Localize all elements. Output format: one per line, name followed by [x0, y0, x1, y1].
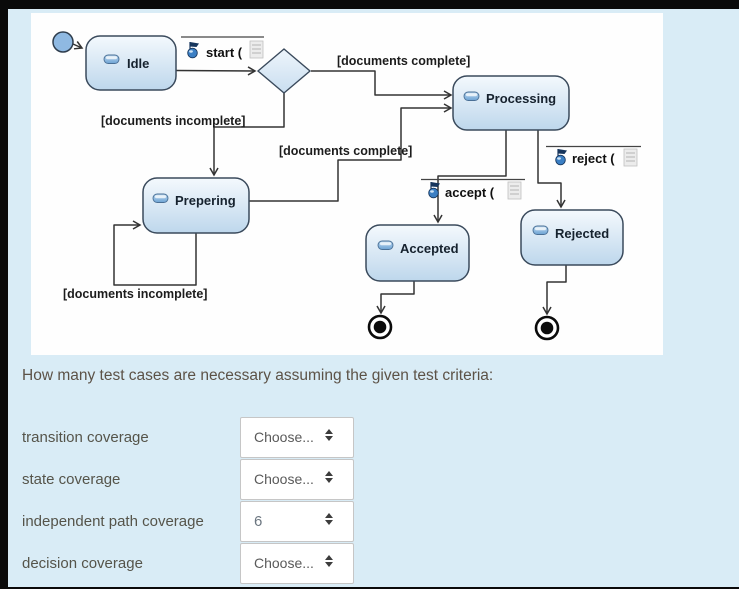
edge-initial-to-idle — [72, 41, 84, 50]
guard-documents-complete-top: [documents complete] — [337, 54, 470, 68]
edge-processing-to-accepted — [433, 130, 507, 224]
state-label: Idle — [127, 56, 149, 71]
edge-prepering-self-loop — [113, 220, 197, 286]
select-stepper-icon — [325, 429, 333, 441]
window-frame-left — [0, 0, 8, 589]
trigger-label: accept ( — [445, 185, 495, 200]
decision-coverage-select[interactable]: Choose... — [240, 543, 354, 584]
uml-state-diagram: Idle Processing Prepering Accepted Rejec — [52, 31, 641, 341]
state-icon — [152, 193, 169, 203]
trigger-start: start ( — [181, 36, 264, 60]
guard-documents-incomplete-lower: [documents incomplete] — [63, 287, 207, 301]
guard-documents-incomplete-upper: [documents incomplete] — [101, 114, 245, 128]
edge-choice-to-processing — [311, 70, 453, 100]
trigger-label: reject ( — [572, 151, 615, 166]
choice-diamond-node — [256, 48, 312, 94]
edge-accepted-to-final — [376, 281, 415, 315]
state-idle: Idle — [85, 35, 177, 91]
trigger-reject: reject ( — [546, 145, 641, 167]
initial-state-node — [52, 31, 74, 53]
state-label: Rejected — [555, 226, 609, 241]
criteria-label: decision coverage — [22, 555, 143, 572]
select-stepper-icon — [325, 513, 333, 525]
window-frame-top — [0, 0, 739, 9]
edge-processing-to-rejected — [537, 130, 566, 209]
criteria-row-state-coverage: state coverage Choose... — [0, 459, 739, 500]
criteria-label: state coverage — [22, 471, 121, 488]
state-processing: Processing — [452, 75, 570, 131]
select-stepper-icon — [325, 555, 333, 567]
criteria-row-independent-path-coverage: independent path coverage 6 — [0, 501, 739, 542]
state-label: Accepted — [400, 241, 459, 256]
transition-edges — [72, 41, 567, 316]
state-prepering: Prepering — [142, 177, 250, 234]
select-stepper-icon — [325, 471, 333, 483]
final-state-accepted — [367, 314, 393, 340]
criteria-label: transition coverage — [22, 429, 149, 446]
state-icon — [463, 91, 480, 101]
trigger-label: start ( — [206, 45, 243, 60]
state-icon — [532, 225, 549, 235]
select-value: Choose... — [254, 555, 314, 571]
state-label: Processing — [486, 91, 556, 106]
ghost-doc-icon — [623, 148, 638, 167]
edge-idle-to-choice — [175, 66, 257, 76]
window-frame-bottom — [0, 587, 739, 589]
state-accepted: Accepted — [365, 224, 470, 282]
state-icon — [377, 240, 394, 250]
final-state-rejected — [534, 315, 560, 341]
edge-prepering-to-processing — [249, 103, 453, 202]
ghost-doc-icon — [507, 181, 522, 200]
question-text: How many test cases are necessary assumi… — [22, 367, 494, 384]
state-diagram-panel: Idle Processing Prepering Accepted Rejec — [31, 13, 663, 355]
edge-choice-to-prepering — [209, 93, 285, 177]
guard-documents-complete-middle: [documents complete] — [279, 144, 412, 158]
criteria-row-transition-coverage: transition coverage Choose... — [0, 417, 739, 458]
event-icon — [187, 42, 199, 59]
edge-rejected-to-final — [542, 265, 567, 316]
event-icon — [428, 182, 440, 199]
criteria-row-decision-coverage: decision coverage Choose... — [0, 543, 739, 584]
trigger-accept: accept ( — [421, 178, 525, 200]
state-rejected: Rejected — [520, 209, 624, 266]
select-value: Choose... — [254, 471, 314, 487]
transition-coverage-select[interactable]: Choose... — [240, 417, 354, 458]
independent-path-coverage-select[interactable]: 6 — [240, 501, 354, 542]
select-value: 6 — [254, 513, 263, 530]
state-label: Prepering — [175, 193, 236, 208]
select-value: Choose... — [254, 429, 314, 445]
criteria-label: independent path coverage — [22, 513, 204, 530]
ghost-doc-icon — [249, 40, 264, 59]
state-coverage-select[interactable]: Choose... — [240, 459, 354, 500]
state-icon — [103, 54, 120, 64]
event-icon — [555, 149, 567, 166]
